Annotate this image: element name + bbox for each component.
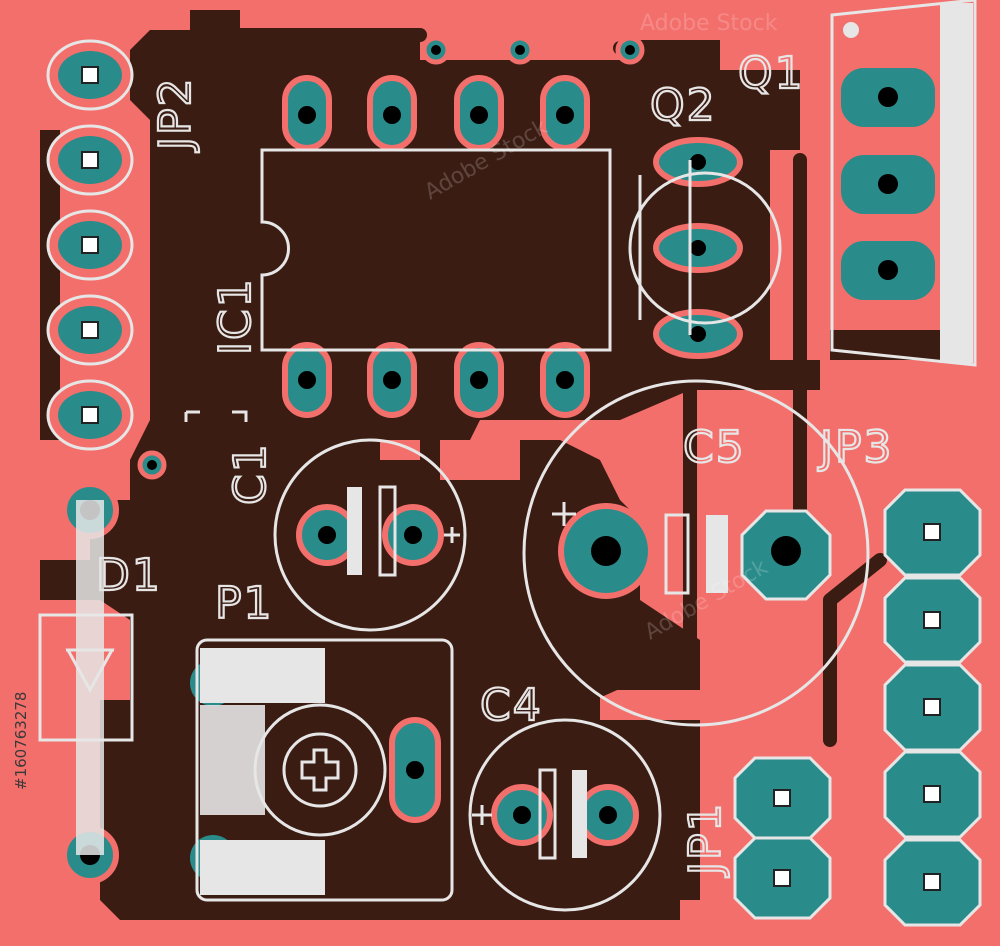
label-d1: D1 xyxy=(96,550,162,601)
q1-pads xyxy=(835,62,941,306)
label-c5: C5 xyxy=(683,422,746,473)
q2-pads xyxy=(653,137,743,359)
jp3-pads xyxy=(883,488,982,927)
jp1-pads xyxy=(733,756,832,920)
label-jp1: JP1 xyxy=(680,801,731,878)
watermark-text-1: Adobe Stock xyxy=(640,11,778,36)
c4-pads xyxy=(491,784,639,846)
polarity-marks xyxy=(444,502,576,825)
vias xyxy=(137,35,645,480)
c1-pads xyxy=(296,504,444,566)
label-c1: C1 xyxy=(225,442,276,505)
label-jp3: JP3 xyxy=(817,422,894,473)
label-q2: Q2 xyxy=(650,80,717,131)
label-jp2: JP2 xyxy=(150,76,201,153)
silkscreen xyxy=(38,0,977,912)
component-labels: JP2 Q1 Q2 IC1 C1 C5 JP3 D1 P1 C4 JP1 xyxy=(95,47,894,879)
label-p1: P1 xyxy=(215,578,274,629)
label-ic1: IC1 xyxy=(210,277,261,355)
c5-pads xyxy=(558,503,832,601)
label-q1: Q1 xyxy=(738,48,805,99)
pads xyxy=(46,35,982,927)
jp2-pads xyxy=(46,39,134,451)
ic1-pads xyxy=(282,75,590,418)
stock-id: #160763278 xyxy=(12,692,30,790)
label-c4: C4 xyxy=(480,680,543,731)
copper-clearances xyxy=(380,150,800,460)
